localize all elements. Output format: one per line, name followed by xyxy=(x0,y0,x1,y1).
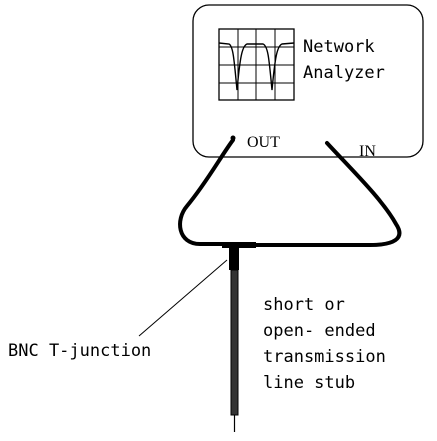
bnc-t-junction xyxy=(222,242,256,248)
out-port-label: OUT xyxy=(247,134,280,151)
analyzer-screen xyxy=(218,28,295,101)
in-cable xyxy=(238,141,402,247)
frequency-response-trace xyxy=(218,42,295,91)
stub-label-line1: short or xyxy=(263,295,345,315)
stub-label-line2: open- ended xyxy=(263,321,376,341)
out-cable xyxy=(178,138,242,246)
stub-label-line4: line stub xyxy=(263,373,355,393)
junction-label: BNC T-junction xyxy=(8,341,151,361)
stub-label-line3: transmission xyxy=(263,347,386,367)
bnc-t-junction-stem xyxy=(229,248,239,270)
in-port-label: IN xyxy=(359,143,376,160)
analyzer-name-line2: Analyzer xyxy=(303,63,385,83)
junction-leader-line xyxy=(138,259,228,337)
transmission-line-stub xyxy=(230,269,239,416)
analyzer-name-line1: Network xyxy=(303,37,375,57)
